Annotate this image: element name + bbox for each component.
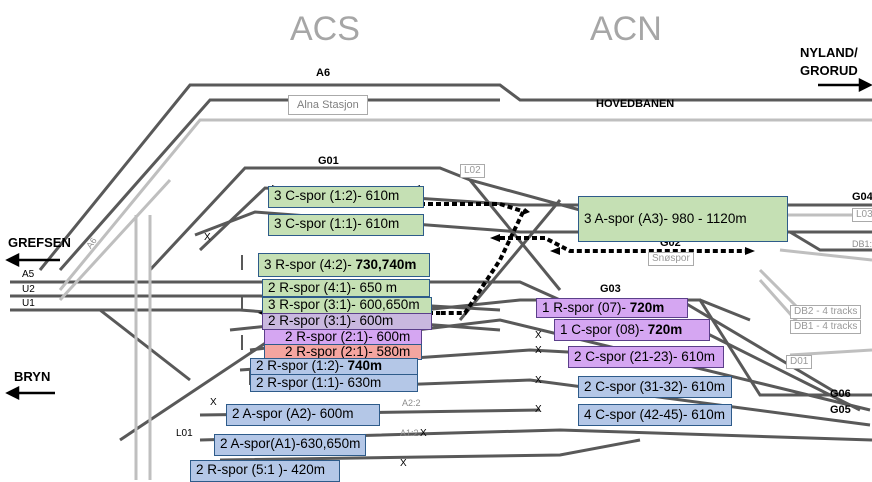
direction-bryn: BRYN bbox=[14, 369, 51, 384]
siding-c-spor-42-45: 4 C-spor (42-45)- 610m bbox=[578, 404, 732, 426]
siding-r-spor-4-1: 2 R-spor (4:1)- 650 m bbox=[262, 279, 430, 297]
siding-r-spor-4-2: 3 R-spor (4:2)- 730,740m bbox=[258, 253, 430, 277]
label-g03: G03 bbox=[600, 283, 621, 295]
switch-x-8: X bbox=[400, 458, 407, 469]
direction-nyland: NYLAND/ bbox=[800, 45, 858, 60]
label-hovedbanen: HOVEDBANEN bbox=[596, 98, 675, 110]
zone-acs: ACS bbox=[290, 10, 360, 48]
switch-x-1: X bbox=[204, 232, 211, 243]
label-u1: U1 bbox=[22, 298, 35, 309]
siding-r-spor-3-1a: 3 R-spor (3:1)- 600,650m bbox=[262, 297, 432, 314]
label-db1-tracks: DB1 - 4 tracks bbox=[790, 320, 862, 334]
label-a2-2: A2:2 bbox=[402, 398, 421, 408]
siding-r-spor-1-1: 2 R-spor (1:1)- 630m bbox=[250, 374, 418, 392]
zone-acn: ACN bbox=[590, 10, 662, 48]
siding-r-spor-3-1b: 2 R-spor (3:1)- 600m bbox=[262, 313, 432, 330]
switch-x-4: X bbox=[535, 375, 542, 386]
label-g04: G04 bbox=[852, 191, 872, 203]
label-l03: L03 bbox=[852, 208, 872, 222]
siding-c-spor-21-23: 2 C-spor (21-23)- 610m bbox=[568, 346, 724, 368]
label-l01: L01 bbox=[176, 428, 193, 439]
switch-x-5: X bbox=[535, 404, 542, 415]
switch-x-6: X bbox=[210, 397, 217, 408]
siding-c-spor-1-2: 3 C-spor (1:2)- 610m bbox=[268, 186, 424, 208]
siding-c-spor-1-1: 3 C-spor (1:1)- 610m bbox=[268, 214, 424, 236]
label-g06: G06 bbox=[830, 388, 851, 400]
label-db2-tracks: DB2 - 4 tracks bbox=[790, 305, 862, 319]
label-a5: A5 bbox=[22, 269, 35, 280]
label-a1-2: A1:2 bbox=[400, 428, 419, 438]
label-a6: A6 bbox=[316, 67, 331, 79]
label-g01: G01 bbox=[318, 155, 339, 167]
direction-nyland-grorud: NYLAND/ GRORUD bbox=[800, 44, 858, 80]
label-u2: U2 bbox=[22, 284, 35, 295]
siding-c-spor-31-32: 2 C-spor (31-32)- 610m bbox=[578, 376, 732, 398]
siding-r-spor-2-1a: 2 R-spor (2:1)- 600m bbox=[264, 329, 422, 345]
switch-x-3: X bbox=[535, 345, 542, 356]
label-g05: G05 bbox=[830, 404, 851, 416]
siding-r-spor-07: 1 R-spor (07)- 720m bbox=[536, 298, 688, 318]
direction-grorud: GRORUD bbox=[800, 63, 858, 78]
siding-a-spor-a2: 2 A-spor (A2)- 600m bbox=[226, 404, 380, 426]
label-alna-stasjon: Alna Stasjon bbox=[288, 95, 368, 115]
siding-r-spor-5-1: 2 R-spor (5:1 )- 420m bbox=[190, 460, 340, 482]
siding-c-spor-08: 1 C-spor (08)- 720m bbox=[554, 319, 710, 341]
direction-grefsen: GREFSEN bbox=[8, 235, 71, 250]
label-snospor: Snøspor bbox=[648, 252, 694, 266]
switch-x-2: X bbox=[535, 330, 542, 341]
siding-a-spor-a3: 3 A-spor (A3)- 980 - 1120m bbox=[578, 196, 788, 242]
label-d01: D01 bbox=[786, 355, 813, 369]
siding-a-spor-a1: 2 A-spor(A1)-630,650m bbox=[214, 434, 366, 456]
label-db1: DB1: bbox=[852, 239, 872, 249]
switch-x-7: X bbox=[420, 428, 427, 439]
label-l02: L02 bbox=[460, 164, 485, 178]
siding-r-spor-1-2: 2 R-spor (1:2)- 740m bbox=[250, 358, 418, 375]
